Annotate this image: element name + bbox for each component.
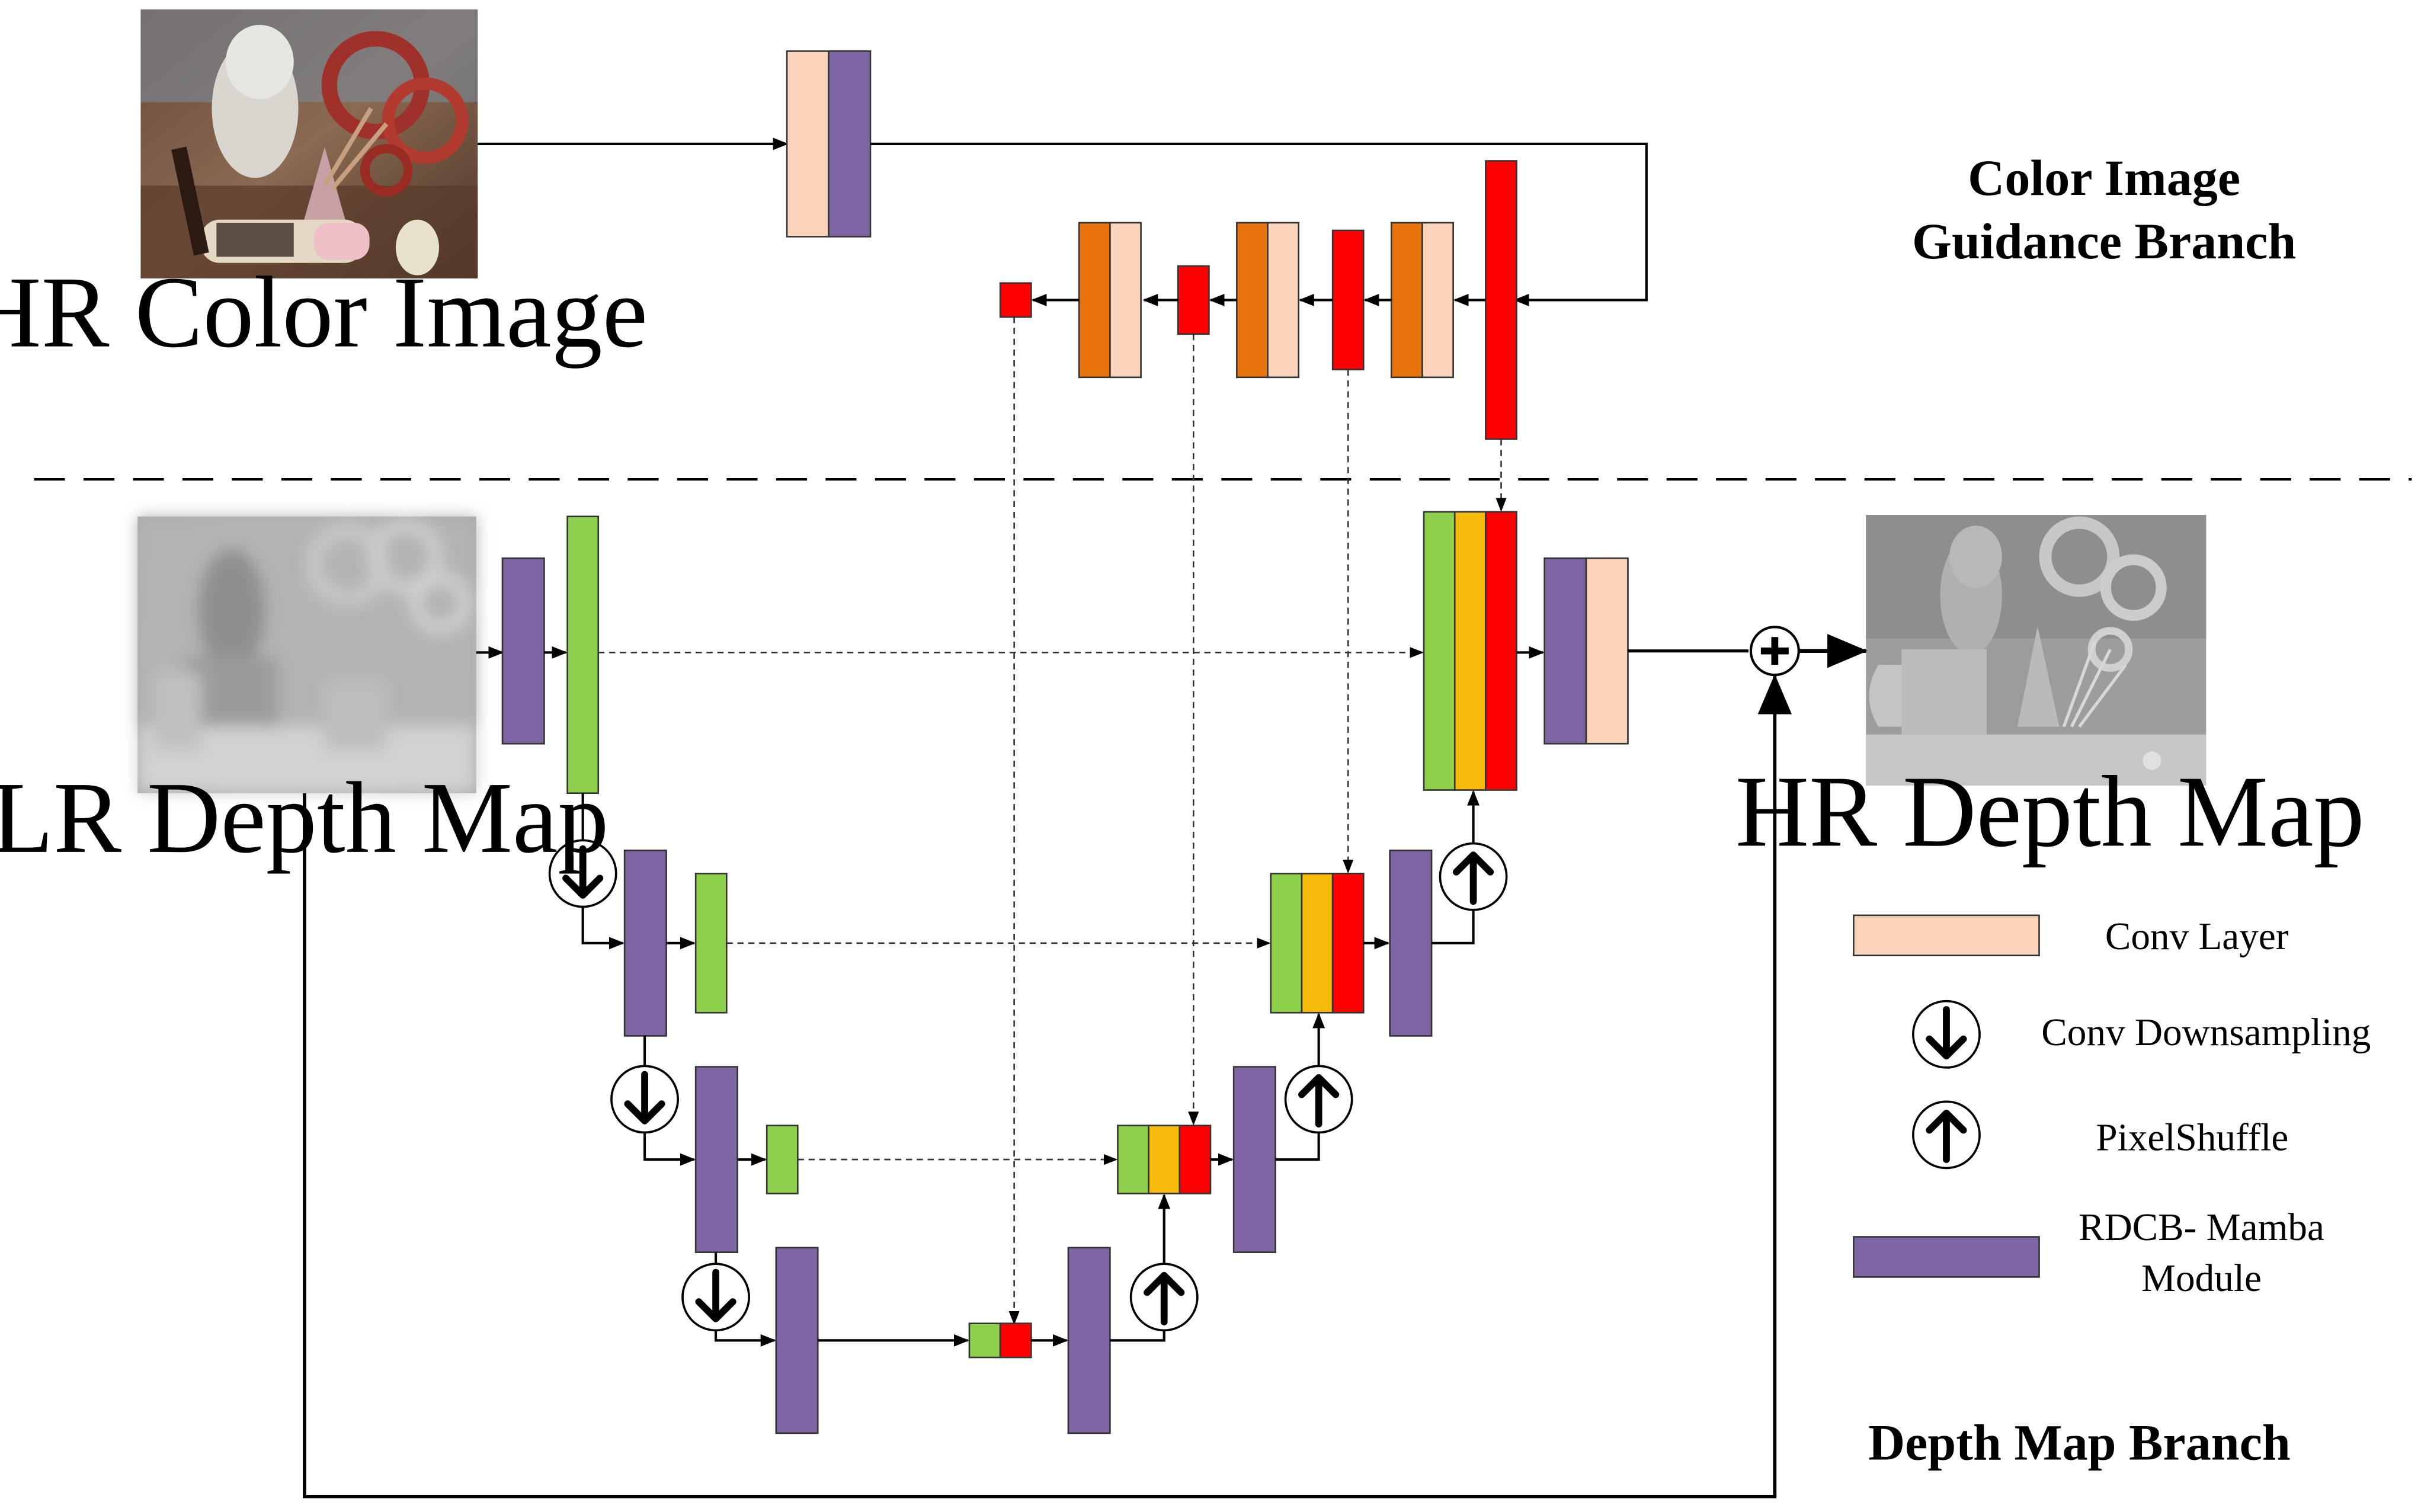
color-feature-red-4 [999,282,1032,318]
color-encoder-block-2 [1236,222,1300,379]
connector-up-1 [1110,1331,1165,1342]
legend-downsample-icon [1912,1000,1981,1069]
color-head-block [786,50,872,238]
downsample-icon-1 [548,839,617,908]
pixelshuffle-icon-3 [1439,842,1508,911]
color-encoder-block-1 [1390,222,1454,379]
hr-color-image-label: HR Color Image [0,257,648,369]
rdcb-mamba-enc-3 [694,1066,738,1253]
legend: Conv Layer Conv Downsampling PixelShuffl… [1853,914,2371,1300]
sum-icon [1749,626,1800,677]
global-residual-connection [303,674,1792,1498]
rdcb-mamba-bottleneck-1 [775,1247,819,1434]
arrow-down-2 [643,1133,696,1166]
rdcb-mamba-enc-1 [501,557,545,745]
rdcb-mamba-enc-2 [623,849,667,1037]
connector-up-3 [1432,911,1475,944]
color-encoder-block-3 [1078,222,1142,379]
pixelshuffle-icon-1 [1129,1263,1199,1332]
bottleneck-concat [968,1322,1032,1359]
color-branch-title-line1: Color Image [1968,149,2240,206]
legend-rdcb-mamba-label-line2: Module [2141,1257,2262,1300]
connector-up-2 [1275,1133,1320,1161]
legend-conv-downsampling-label: Conv Downsampling [2041,1011,2371,1054]
green-feature-enc-3 [766,1125,799,1194]
output-block [1543,557,1629,745]
legend-conv-layer-swatch [1853,914,2040,956]
downsample-icon-2 [610,1065,679,1134]
lr-depth-map-label: LR Depth Map [0,762,609,874]
legend-conv-layer-label: Conv Layer [2105,915,2289,958]
green-feature-enc-1 [566,515,600,795]
rdcb-mamba-bottleneck-2 [1067,1247,1111,1434]
color-feature-red-3 [1177,265,1210,335]
depth-branch-title: Depth Map Branch [1868,1414,2291,1471]
decoder-concat-3 [1117,1125,1212,1194]
arrow-color-loop [870,142,1648,306]
lr-depth-map-image [137,516,476,793]
color-feature-red-1 [1485,160,1517,440]
rdcb-mamba-dec-3 [1232,1066,1276,1253]
green-feature-enc-2 [694,873,728,1014]
legend-pixelshuffle-label: PixelShuffle [2096,1116,2288,1159]
hr-depth-map-image [1866,515,2207,786]
color-branch-title-line2: Guidance Branch [1912,213,2296,270]
guidance-connections [598,317,1507,1325]
decoder-concat-1 [1423,511,1517,791]
hr-color-image [140,9,478,278]
downsample-icon-3 [681,1263,750,1332]
hr-depth-map-label: HR Depth Map [1735,755,2365,868]
decoder-concat-2 [1270,873,1365,1014]
pixelshuffle-icon-2 [1284,1065,1353,1134]
arrow-down-1 [581,907,625,950]
legend-rdcb-mamba-label-line1: RDCB- Mamba [2079,1206,2324,1249]
rdcb-mamba-dec-2 [1389,849,1433,1037]
color-feature-red-2 [1331,229,1365,371]
arrow-down-3 [714,1331,776,1347]
legend-rdcb-mamba-swatch [1853,1236,2040,1278]
legend-pixelshuffle-icon [1912,1100,1981,1170]
